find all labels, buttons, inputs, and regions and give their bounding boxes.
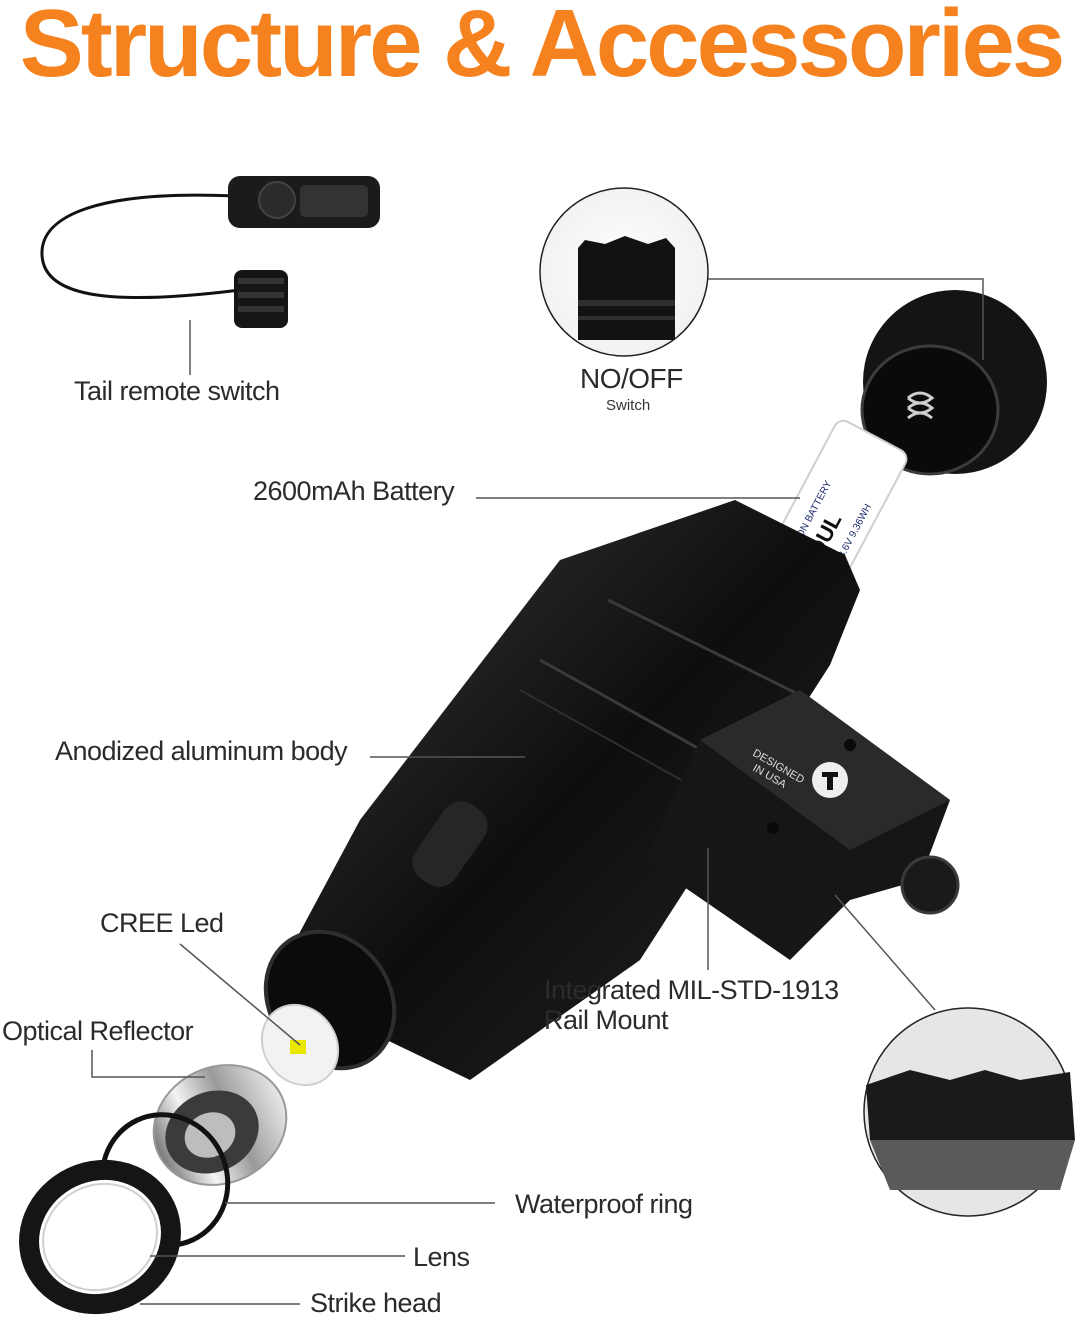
optical-reflector-image [152, 1064, 288, 1186]
switch-detail-circle [539, 187, 709, 357]
tail-remote-switch-image [40, 176, 380, 328]
body-label: Anodized aluminum body [55, 736, 348, 766]
battery-label: 2600mAh Battery [253, 476, 455, 506]
lens-label: Lens [413, 1242, 470, 1272]
cree-led-label: CREE Led [100, 908, 224, 938]
rail-detail-circle [863, 1007, 1075, 1217]
no-off-label: NO/OFF [580, 363, 683, 394]
waterproof-ring-label: Waterproof ring [515, 1189, 693, 1219]
switch-label: Switch [606, 397, 651, 414]
rail-mount-image: DESIGNED IN USA [645, 690, 960, 960]
rail-mount-label-line1: Integrated MIL-STD-1913 [544, 975, 839, 1005]
tail-remote-switch-label: Tail remote switch [74, 376, 280, 406]
leader-lines [91, 278, 984, 1305]
strike-head-label: Strike head [310, 1288, 442, 1318]
optical-reflector-label: Optical Reflector [2, 1016, 194, 1046]
rail-mount-label-line2: Rail Mount [544, 1005, 669, 1035]
strike-head-image [19, 1159, 181, 1315]
page-title: Structure & Accessories [19, 0, 1066, 97]
tail-cap-image [860, 290, 1047, 476]
